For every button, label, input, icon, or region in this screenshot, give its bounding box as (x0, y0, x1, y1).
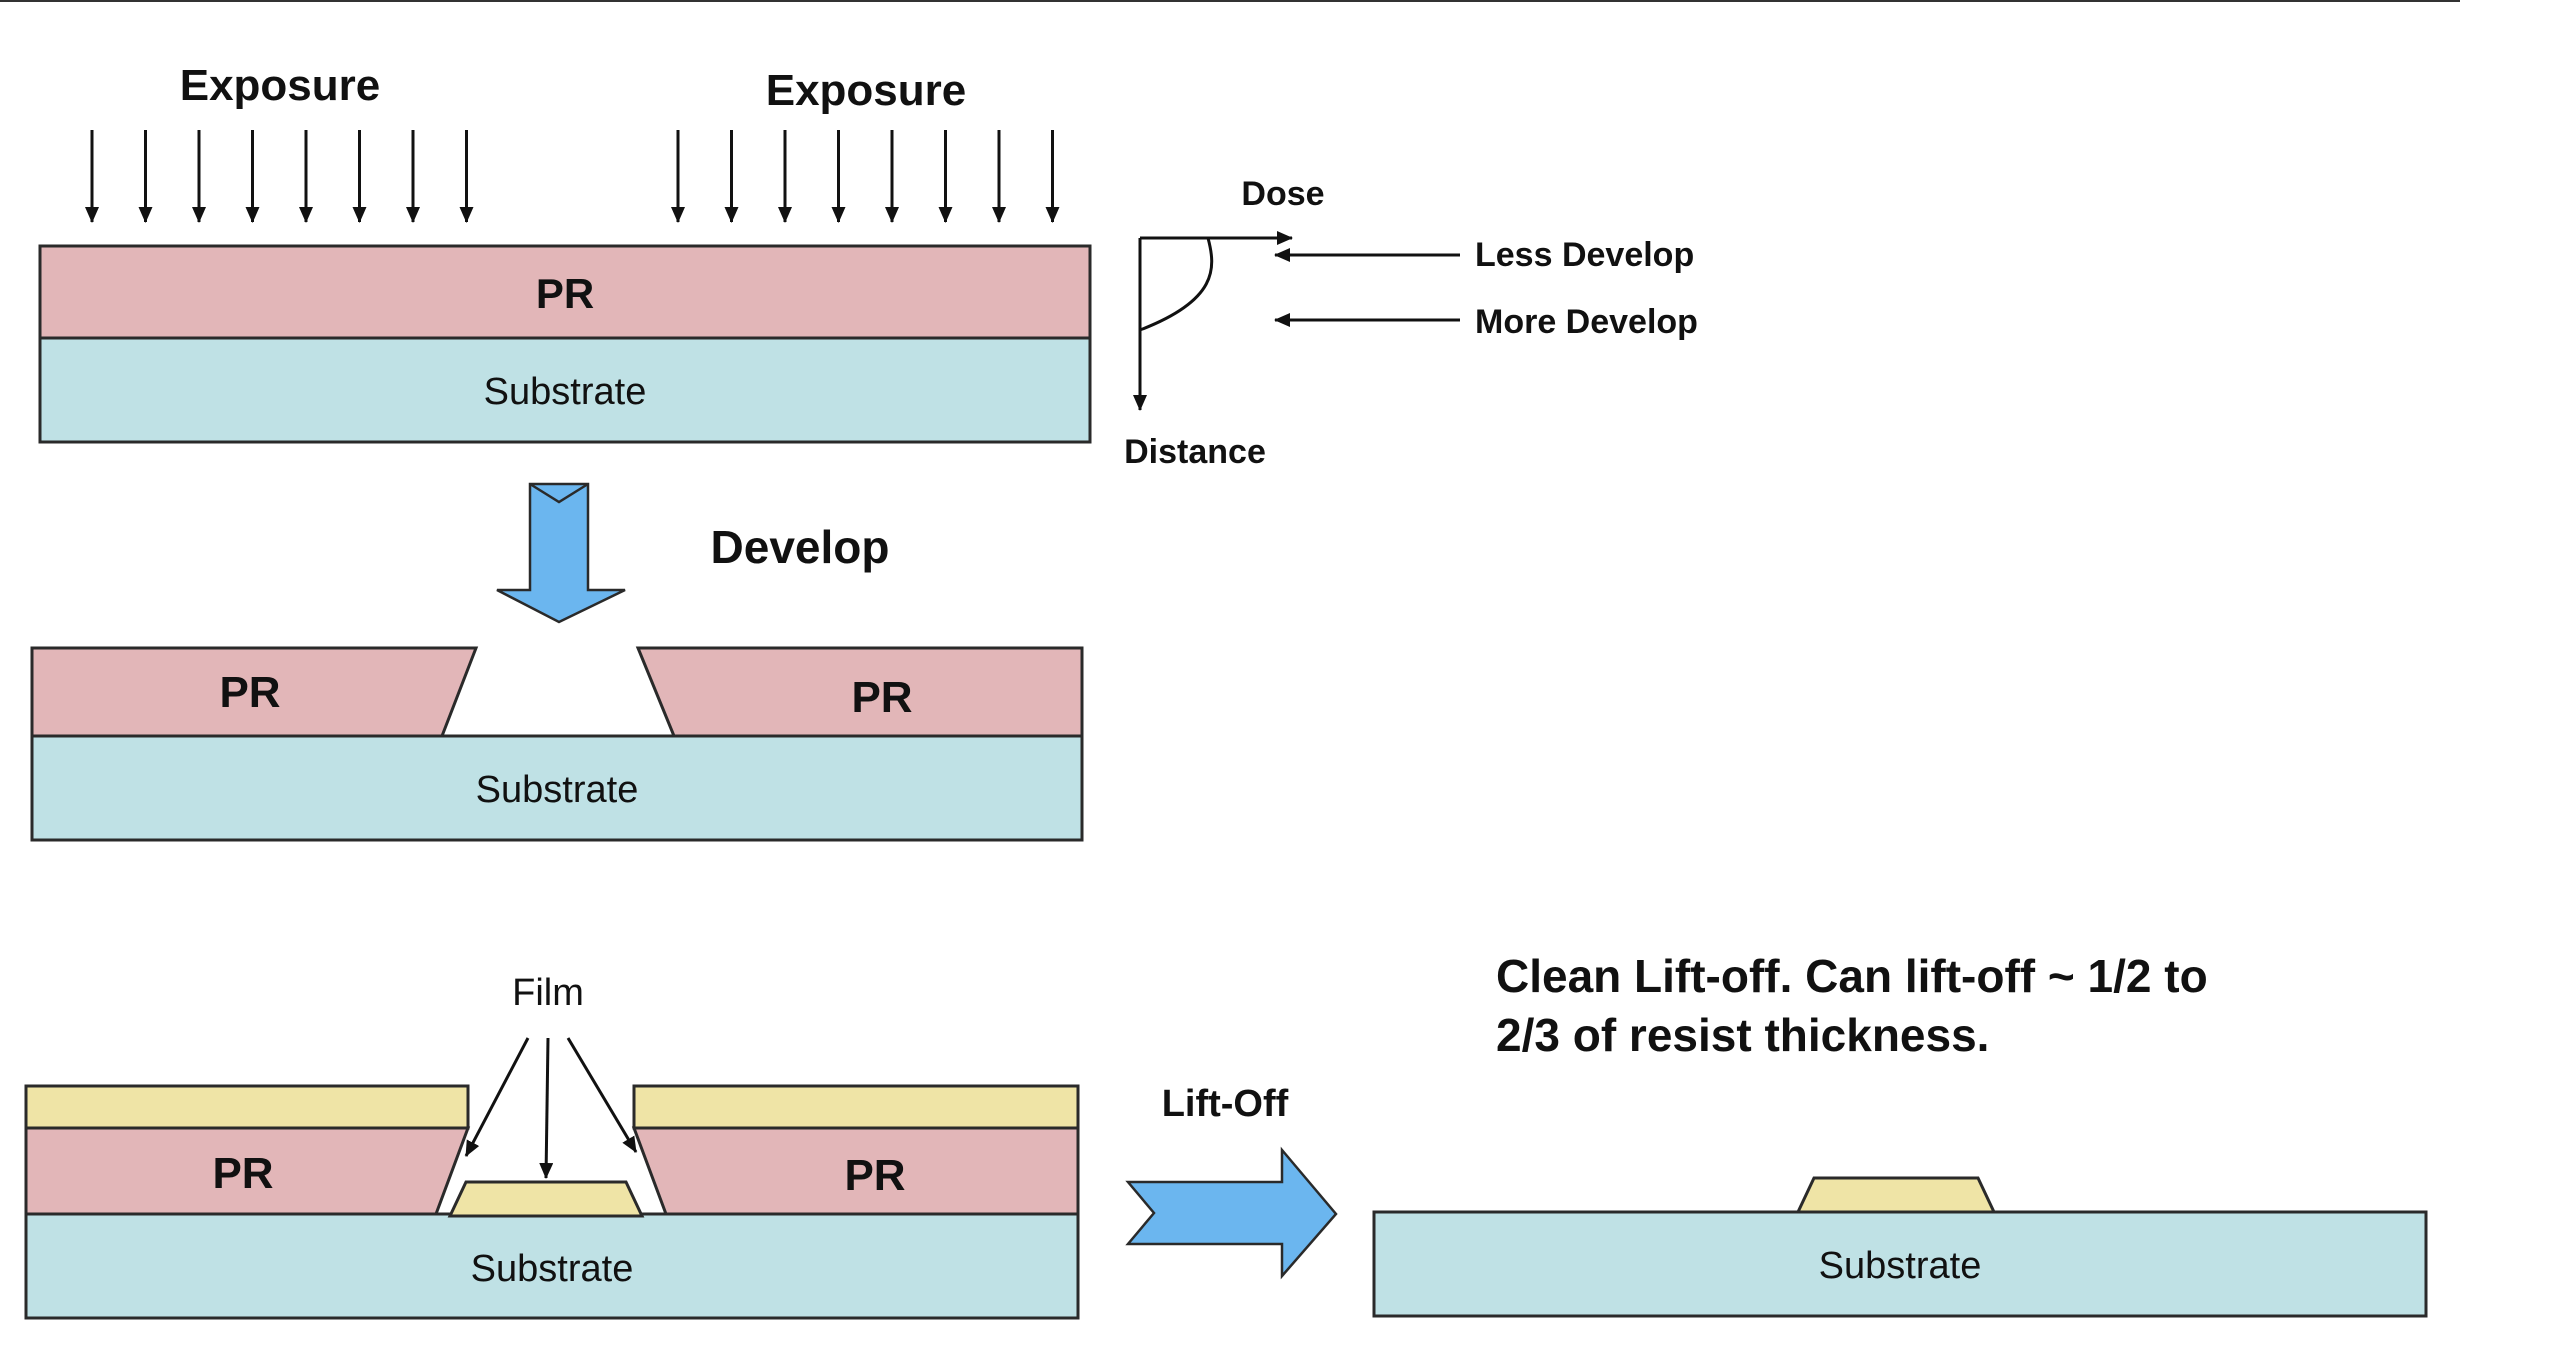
remaining-film (1795, 1176, 1997, 1214)
pr-label-right: PR (851, 673, 912, 722)
clean-lift-off-note-line1: Clean Lift-off. Can lift-off ~ 1/2 to (1496, 950, 2208, 1002)
less-develop-label: Less Develop (1475, 236, 1694, 274)
film-pointer-center (539, 1037, 554, 1179)
substrate-label: Substrate (484, 371, 647, 413)
distance-label: Distance (1124, 433, 1266, 471)
exposure-stage: Exposure Exposure PR Substrate (38, 61, 1092, 444)
substrate-layer (38, 336, 1092, 444)
photoresist-right (635, 646, 1084, 738)
substrate-label: Substrate (476, 769, 639, 811)
clean-lift-off-note-line2: 2/3 of resist thickness. (1496, 1009, 1989, 1061)
exposure-arrows (85, 130, 1060, 223)
film-label: Film (512, 972, 584, 1014)
develop-label: Develop (711, 521, 890, 573)
after-lift-off-stage: Clean Lift-off. Can lift-off ~ 1/2 to 2/… (1372, 950, 2428, 1318)
substrate-label: Substrate (1819, 1245, 1982, 1287)
film-on-resist-right (632, 1084, 1080, 1130)
lift-off-arrow (1125, 1146, 1338, 1280)
lift-off-label: Lift-Off (1162, 1083, 1289, 1125)
substrate-layer (24, 1212, 1080, 1320)
photoresist-layer (38, 244, 1092, 340)
pr-label-left: PR (219, 668, 280, 717)
exposure-label-right: Exposure (766, 66, 967, 115)
substrate-layer (30, 734, 1084, 842)
substrate-label: Substrate (471, 1248, 634, 1290)
film-in-opening (447, 1180, 645, 1218)
dose-profile-graph: Dose Distance Less Develop More Develop (1124, 175, 1698, 471)
dose-label: Dose (1241, 175, 1324, 213)
film-pointer-right (566, 1037, 638, 1153)
lift-off-step: Lift-Off (1125, 1083, 1338, 1280)
develop-arrow (496, 482, 626, 624)
exposure-label-left: Exposure (180, 61, 381, 110)
pr-label-right: PR (844, 1151, 905, 1200)
developed-stage: Substrate PR PR (30, 646, 1084, 842)
develop-step: Develop (496, 482, 890, 624)
film-pointer-left (464, 1037, 530, 1157)
more-develop-label: More Develop (1475, 303, 1698, 341)
substrate-layer (1372, 1210, 2428, 1318)
pr-label: PR (536, 270, 594, 317)
photoresist-left (30, 646, 479, 738)
pr-label-left: PR (212, 1149, 273, 1198)
dose-profile-curve (1139, 237, 1214, 332)
film-on-resist-left (24, 1084, 470, 1130)
film-deposition-stage: Substrate PR PR Film (24, 972, 1080, 1320)
